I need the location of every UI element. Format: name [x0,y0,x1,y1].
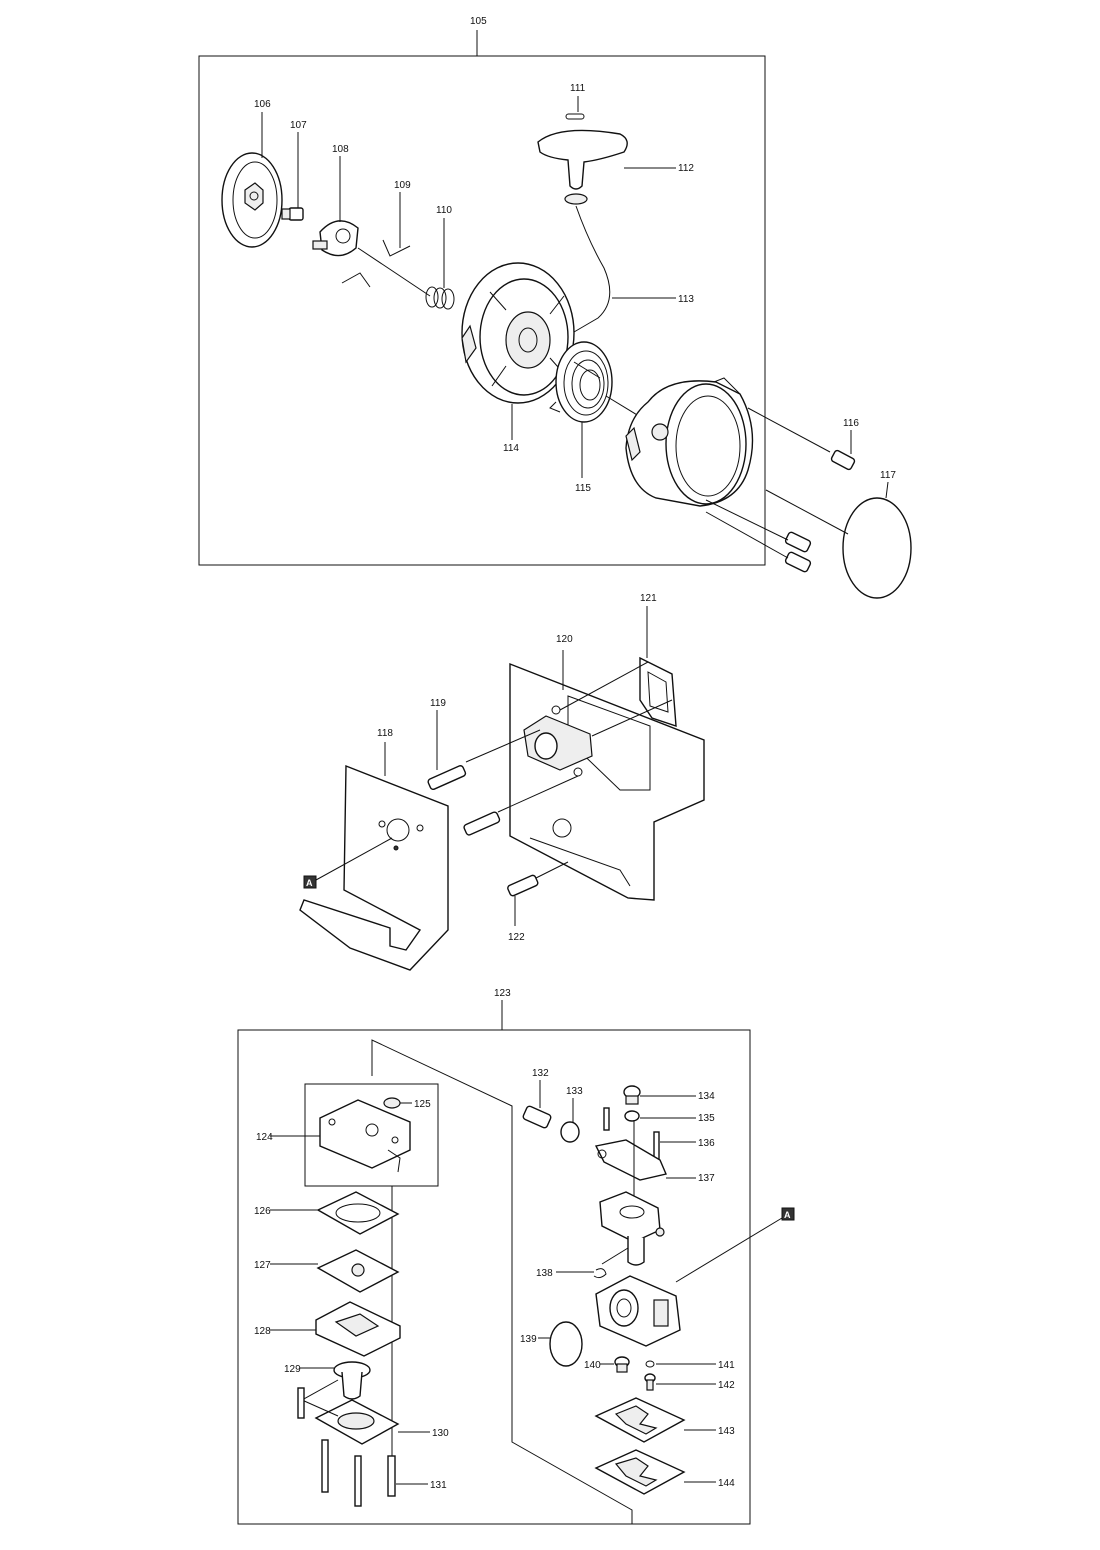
callout-140: 140 [584,1360,601,1371]
callout-127: 127 [254,1260,271,1271]
starter-assembly-frame [198,55,766,566]
callout-116: 116 [843,418,859,429]
part-137-bracket [594,1139,667,1181]
callout-114: 114 [503,443,519,454]
ref-a-right: A [784,1210,791,1220]
part-109-pin [382,239,411,257]
part-144-diaphragm [594,1449,686,1495]
part-140-plug [614,1356,630,1373]
part-127-diaphragm [316,1249,400,1293]
callout-105: 105 [470,16,487,27]
ref-a-right-box [781,1207,795,1221]
part-121-gasket [639,656,677,727]
callout-126: 126 [254,1206,271,1217]
part-141-o-ring [645,1360,655,1368]
callout-110: 110 [436,205,452,216]
ref-a-left: A [306,878,313,888]
part-132-screw [522,1105,552,1129]
part-124-pump-box [304,1083,439,1187]
callout-131: 131 [430,1480,447,1491]
part-130-base-plate [314,1399,400,1445]
callout-120: 120 [556,634,573,645]
callout-122: 122 [508,932,525,943]
callout-144: 144 [718,1478,735,1489]
callout-123: 123 [494,988,511,999]
part-113-rope [573,205,611,333]
callout-107: 107 [290,120,307,131]
carburetor-assembly-frame [237,1029,751,1525]
callout-112: 112 [678,163,694,174]
callout-129: 129 [284,1364,301,1375]
part-119-bolt [427,765,467,791]
callout-124: 124 [256,1132,273,1143]
carburetor-body [595,1275,681,1347]
part-116-bolt [830,449,856,471]
carburetor-throttle-body [599,1191,665,1266]
part-125-filter [383,1097,401,1109]
callout-121: 121 [640,593,657,604]
part-117-cover [842,497,912,599]
part-108-ratchet [312,220,359,257]
callout-108: 108 [332,144,349,155]
callout-141: 141 [718,1360,735,1371]
callout-119: 119 [430,698,446,709]
part-138-e-ring [593,1268,607,1279]
callout-109: 109 [394,180,411,191]
callout-117: 117 [880,470,896,481]
callout-135: 135 [698,1113,715,1124]
callout-143: 143 [718,1426,735,1437]
part-142-screw [644,1373,656,1391]
part-106-pulley-plate [221,152,283,248]
part-126-gasket [316,1191,400,1235]
callout-130: 130 [432,1428,449,1439]
part-122-bolt [507,874,539,897]
callout-133: 133 [566,1086,583,1097]
part-107-screw [281,207,304,221]
part-111-clip [565,113,585,120]
part-131-screw [387,1455,396,1497]
callout-138: 138 [536,1268,553,1279]
part-128-cover [315,1301,401,1357]
part-124-pump-body [319,1099,411,1173]
part-135-washer [624,1110,640,1122]
part-110-spring [425,286,455,310]
callout-132: 132 [532,1068,549,1079]
callout-106: 106 [254,99,271,110]
callout-139: 139 [520,1334,537,1345]
part-139-o-ring [549,1321,583,1367]
part-112-handle [537,129,628,205]
callout-137: 137 [698,1173,715,1184]
part-143-gasket [594,1397,686,1443]
callout-113: 113 [678,294,694,305]
ref-a-left-box [303,875,317,889]
part-129-primer [333,1361,371,1400]
callout-125: 125 [414,1099,431,1110]
part-118-plate [299,764,449,971]
part-136-screw [653,1131,660,1161]
callout-142: 142 [718,1380,735,1391]
callout-128: 128 [254,1326,271,1337]
callout-134: 134 [698,1091,715,1102]
part-134-cap [623,1085,641,1105]
part-120-insulator [509,662,705,901]
starter-case [625,377,754,507]
callout-136: 136 [698,1138,715,1149]
part-114-reel [461,262,575,404]
part-115-spiral-spring [549,341,613,423]
part-133-nut [560,1121,580,1143]
callout-111: 111 [570,83,586,94]
callout-115: 115 [575,483,591,494]
callout-118: 118 [377,728,393,739]
